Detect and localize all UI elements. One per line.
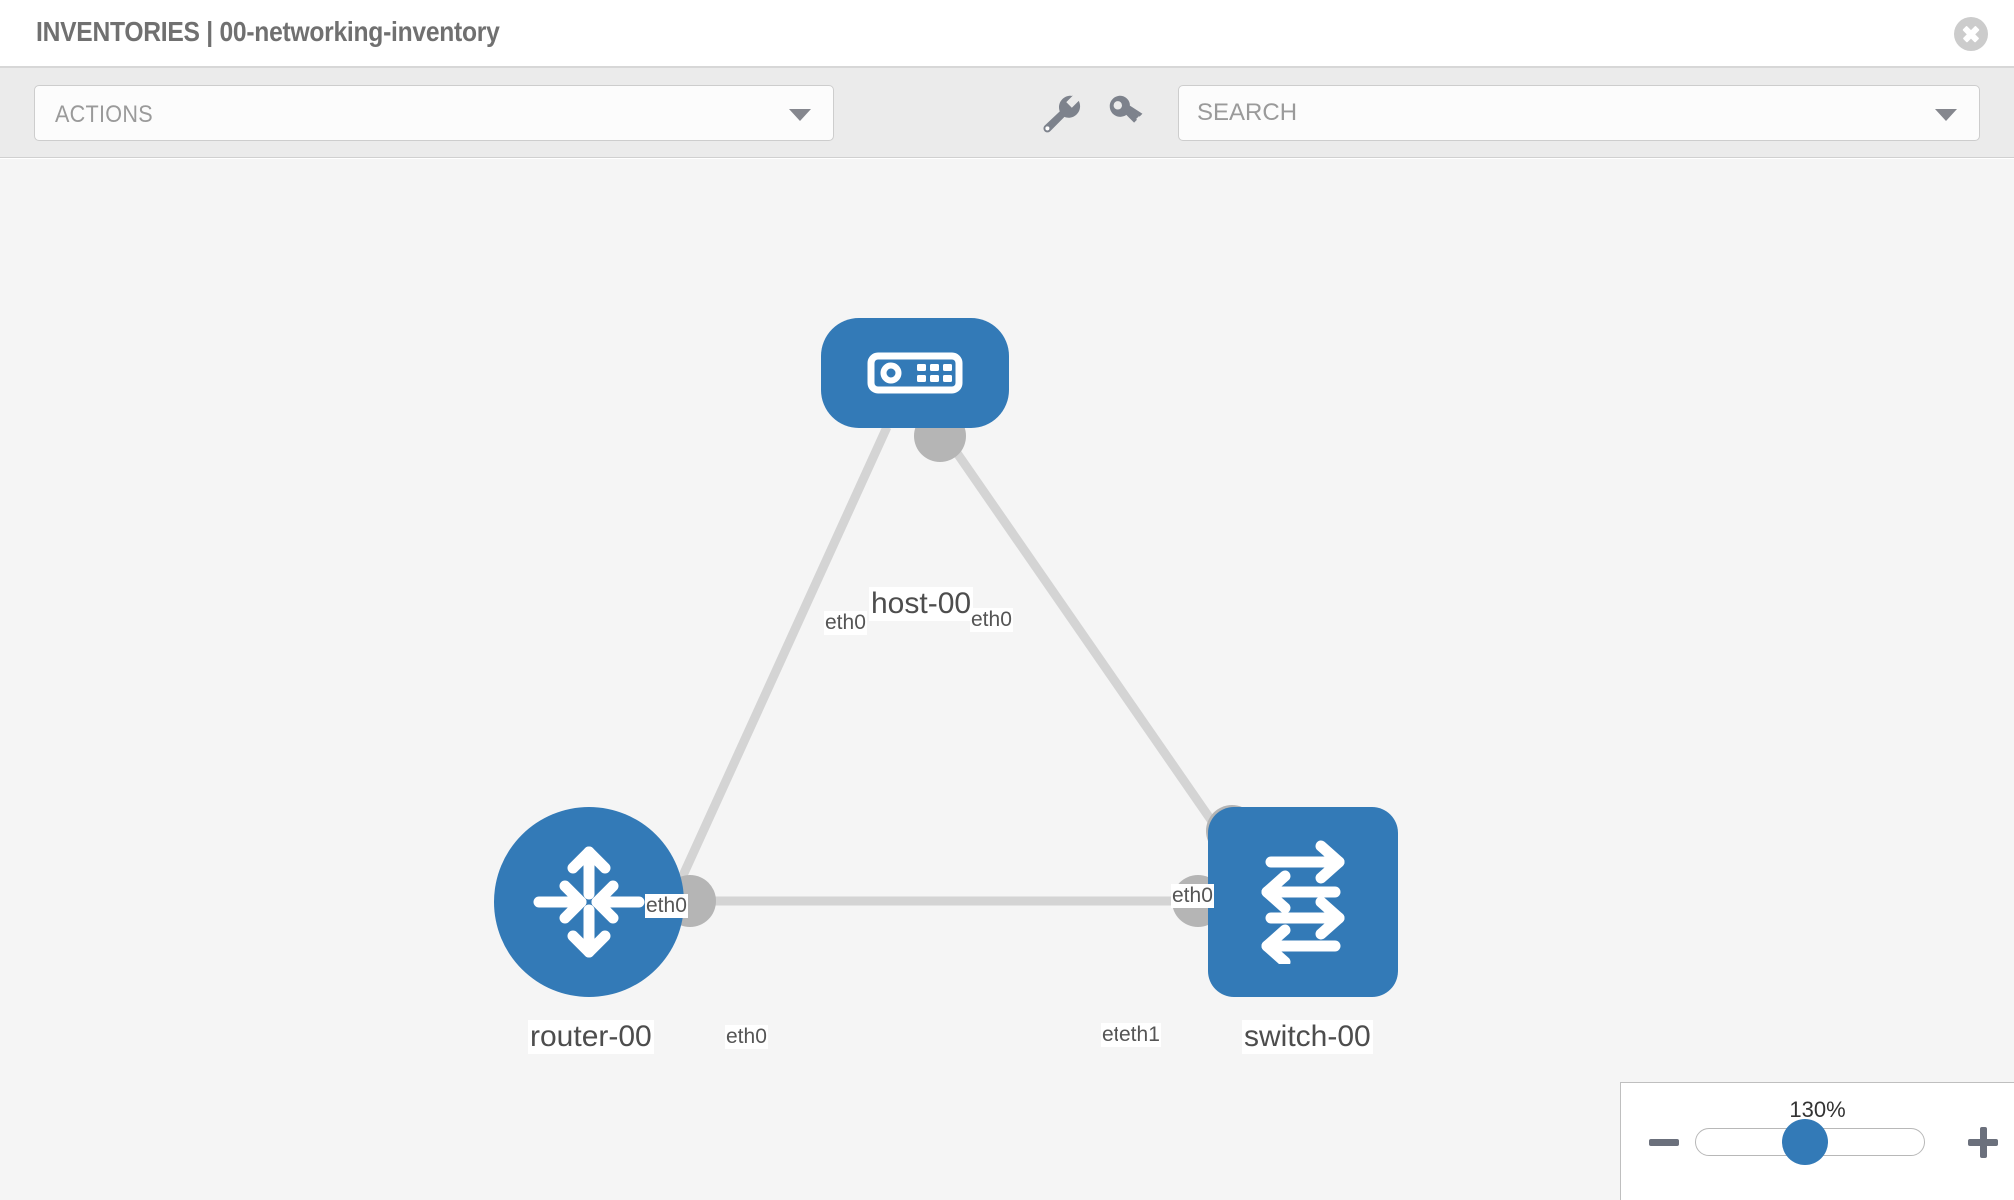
topology-node-switch-00[interactable]	[1208, 807, 1398, 997]
title-bar: INVENTORIES | 00-networking-inventory	[0, 0, 2014, 68]
key-icon[interactable]	[1104, 90, 1150, 136]
topology-edges	[664, 410, 1258, 927]
server-appliance-icon	[867, 352, 963, 394]
topology-node-host-00[interactable]	[821, 318, 1009, 428]
zoom-control-panel: 130%	[1620, 1082, 2014, 1200]
zoom-level-value: 130%	[1789, 1097, 1846, 1122]
close-icon[interactable]	[1954, 17, 1988, 51]
router-arrows-icon	[533, 846, 645, 958]
search-field-wrapper[interactable]	[1178, 85, 1980, 141]
edge-host-router	[665, 425, 892, 906]
actions-dropdown-label: ACTIONS	[55, 101, 153, 128]
actions-dropdown[interactable]: ACTIONS	[34, 85, 834, 141]
switch-arrows-icon	[1261, 840, 1345, 964]
toolbar: ACTIONS	[0, 68, 2014, 158]
edge-host-switch	[935, 424, 1242, 862]
chevron-down-icon	[789, 109, 811, 121]
zoom-slider-thumb[interactable]	[1782, 1119, 1828, 1165]
zoom-in-button[interactable]	[1966, 1125, 2000, 1159]
search-input[interactable]	[1197, 86, 1897, 140]
wrench-icon[interactable]	[1036, 90, 1082, 136]
zoom-out-button[interactable]	[1647, 1125, 1681, 1159]
chevron-down-icon[interactable]	[1935, 109, 1957, 121]
page-title: INVENTORIES | 00-networking-inventory	[36, 16, 500, 47]
topology-canvas[interactable]: host-00 router-00 switch-00 eth0 eth0 et…	[0, 159, 2014, 1200]
topology-node-router-00[interactable]	[494, 807, 684, 997]
